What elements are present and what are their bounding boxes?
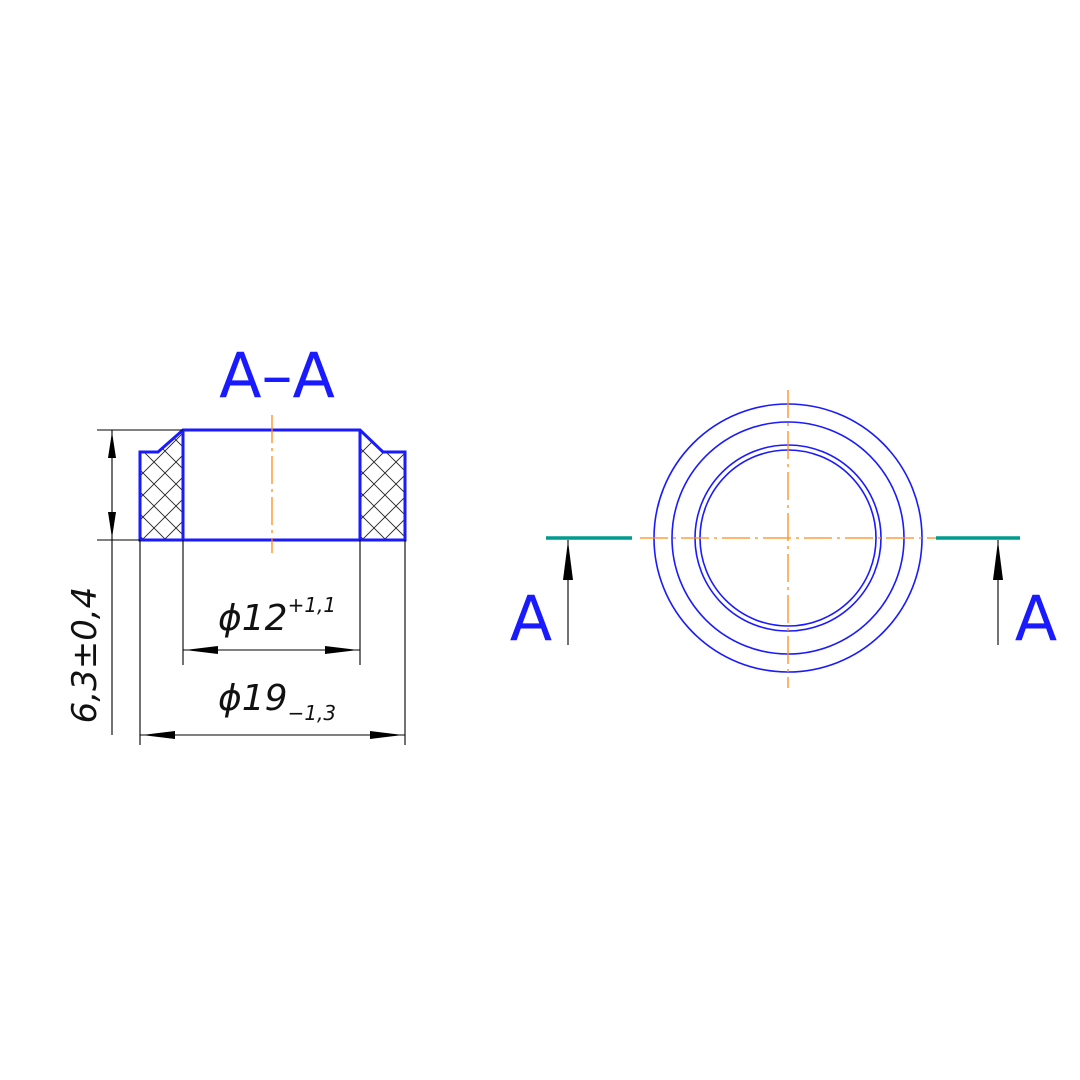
height-dimension: 6,3±0,4 xyxy=(65,429,183,735)
arrow-up-icon xyxy=(993,541,1003,580)
top-view xyxy=(640,390,936,688)
outer-diameter-dimension: ϕ19−1,3 xyxy=(139,540,406,745)
arrow-up-icon xyxy=(563,541,573,580)
section-cut-left: A xyxy=(510,536,632,655)
hatch-right xyxy=(360,430,405,540)
inner-diameter-text: ϕ12+1,1 xyxy=(218,593,336,639)
section-view xyxy=(138,415,407,553)
outer-diameter-text: ϕ19−1,3 xyxy=(218,678,336,725)
section-mark-left: A xyxy=(510,582,552,655)
section-mark-right: A xyxy=(1015,582,1057,655)
part-outline xyxy=(138,428,407,542)
hatch-left xyxy=(140,430,183,540)
section-cut-right: A xyxy=(936,536,1057,655)
section-title: A–A xyxy=(219,339,335,412)
inner-diameter-dimension: ϕ12+1,1 xyxy=(182,540,361,665)
height-dimension-text: 6,3±0,4 xyxy=(65,587,105,724)
